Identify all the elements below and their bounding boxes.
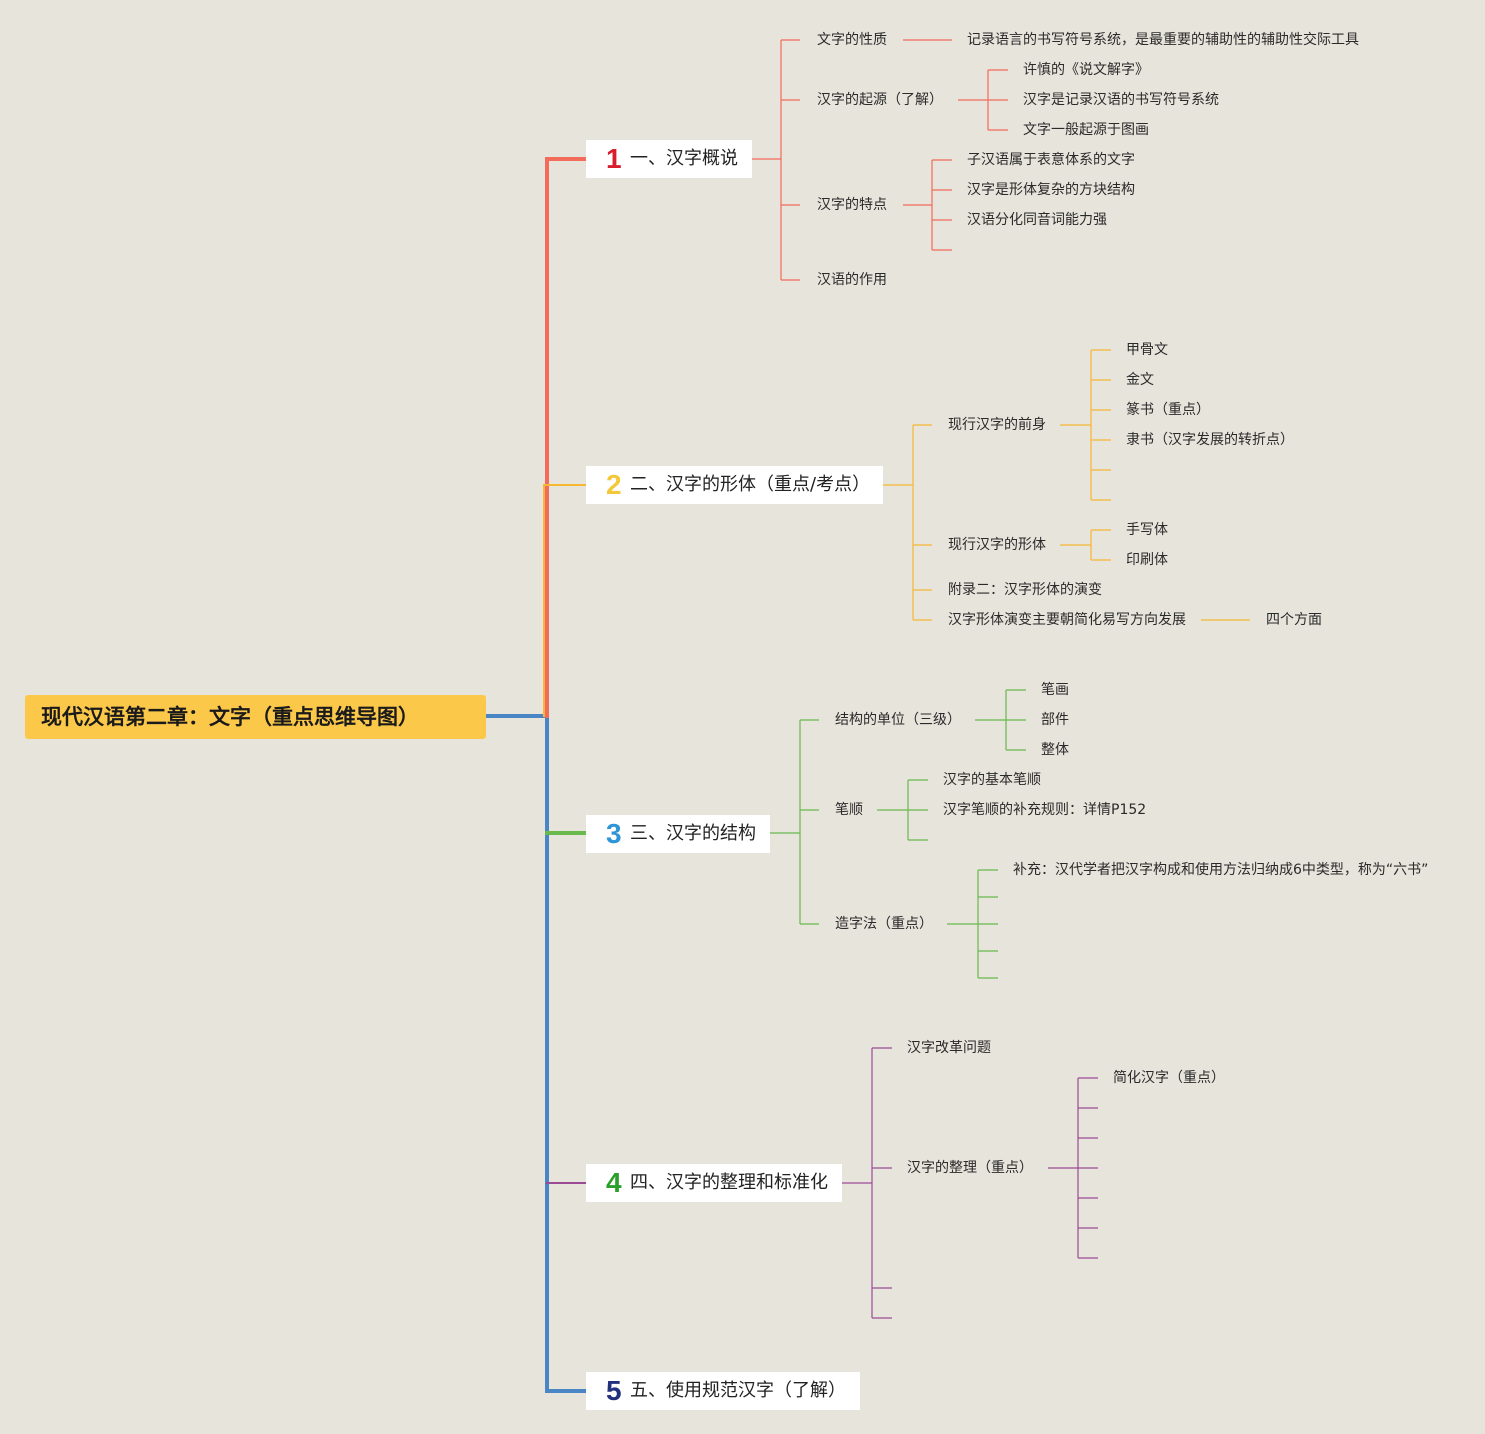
branch-2-number: 2 <box>606 469 622 500</box>
subtopic-feature[interactable]: 汉字的特点 <box>817 197 887 213</box>
predecessor-item-2[interactable]: 金文 <box>1126 372 1154 388</box>
subtopic-stroke-order[interactable]: 笔顺 <box>835 802 863 818</box>
branch-5-label: 五、使用规范汉字（了解） <box>630 1380 846 1401</box>
origin-item-2[interactable]: 汉字是记录汉语的书写符号系统 <box>1023 92 1219 108</box>
subtopic-appendix[interactable]: 附录二：汉字形体的演变 <box>948 582 1102 598</box>
branch-1-lines <box>752 39 1008 281</box>
subtopic-tidy[interactable]: 汉字的整理（重点） <box>907 1160 1033 1176</box>
branch-2-topic[interactable]: 2 二、汉字的形体（重点/考点） <box>586 466 883 504</box>
branch-4-label: 四、汉字的整理和标准化 <box>630 1172 828 1193</box>
branch-5-number: 5 <box>606 1375 622 1406</box>
current-form-item-2[interactable]: 印刷体 <box>1126 552 1168 568</box>
order-item-1[interactable]: 汉字的基本笔顺 <box>943 772 1041 788</box>
subtopic-trend[interactable]: 汉字形体演变主要朝简化易写方向发展 <box>948 612 1186 628</box>
branch-4-number: 4 <box>606 1167 622 1198</box>
central-topic[interactable]: 现代汉语第二章：文字（重点思维导图） <box>25 695 486 739</box>
unit-item-3[interactable]: 整体 <box>1041 742 1069 758</box>
branch-1-label: 一、汉字概说 <box>630 148 738 169</box>
origin-item-1[interactable]: 许慎的《说文解字》 <box>1023 62 1149 78</box>
subtopic-nature-desc[interactable]: 记录语言的书写符号系统，是最重要的辅助性的辅助性交际工具 <box>967 32 1359 48</box>
subtopic-nature[interactable]: 文字的性质 <box>817 32 887 48</box>
branch-1-topic[interactable]: 1 一、汉字概说 <box>586 140 752 178</box>
branch-2-label: 二、汉字的形体（重点/考点） <box>630 474 871 495</box>
branch-4-topic[interactable]: 4 四、汉字的整理和标准化 <box>586 1164 842 1202</box>
branch-5-topic[interactable]: 5 五、使用规范汉字（了解） <box>586 1372 860 1410</box>
trend-item[interactable]: 四个方面 <box>1266 612 1322 628</box>
branch-2-lines <box>883 349 1250 621</box>
branch-4-lines <box>842 1047 1098 1319</box>
branch-1-number: 1 <box>606 143 622 174</box>
order-item-2[interactable]: 汉字笔顺的补充规则：详情P152 <box>943 802 1147 818</box>
feature-item-1[interactable]: 子汉语属于表意体系的文字 <box>967 152 1135 168</box>
predecessor-item-3[interactable]: 篆书（重点） <box>1126 402 1210 418</box>
subtopic-formation-method[interactable]: 造字法（重点） <box>835 916 933 932</box>
branch-3-number: 3 <box>606 818 622 849</box>
predecessor-item-1[interactable]: 甲骨文 <box>1126 342 1168 358</box>
origin-item-3[interactable]: 文字一般起源于图画 <box>1023 122 1149 138</box>
subtopic-function[interactable]: 汉语的作用 <box>817 272 887 288</box>
feature-item-2[interactable]: 汉字是形体复杂的方块结构 <box>967 182 1135 198</box>
branch-3-topic[interactable]: 3 三、汉字的结构 <box>586 815 770 853</box>
trunk-lines <box>484 157 588 1393</box>
unit-item-2[interactable]: 部件 <box>1041 712 1069 728</box>
subtopic-predecessor[interactable]: 现行汉字的前身 <box>948 417 1046 433</box>
branch-3-lines <box>770 689 1026 979</box>
branch-3-label: 三、汉字的结构 <box>630 823 756 844</box>
current-form-item-1[interactable]: 手写体 <box>1126 522 1168 538</box>
tidy-item-1[interactable]: 简化汉字（重点） <box>1113 1070 1225 1086</box>
predecessor-item-4[interactable]: 隶书（汉字发展的转折点） <box>1126 432 1294 448</box>
subtopic-origin[interactable]: 汉字的起源（了解） <box>817 92 943 108</box>
subtopic-structure-unit[interactable]: 结构的单位（三级） <box>835 712 961 728</box>
subtopic-reform[interactable]: 汉字改革问题 <box>907 1040 991 1056</box>
method-note[interactable]: 补充：汉代学者把汉字构成和使用方法归纳成6中类型，称为“六书” <box>1013 862 1429 878</box>
feature-item-3[interactable]: 汉语分化同音词能力强 <box>967 212 1107 228</box>
unit-item-1[interactable]: 笔画 <box>1041 682 1069 698</box>
subtopic-current-form[interactable]: 现行汉字的形体 <box>948 537 1046 553</box>
